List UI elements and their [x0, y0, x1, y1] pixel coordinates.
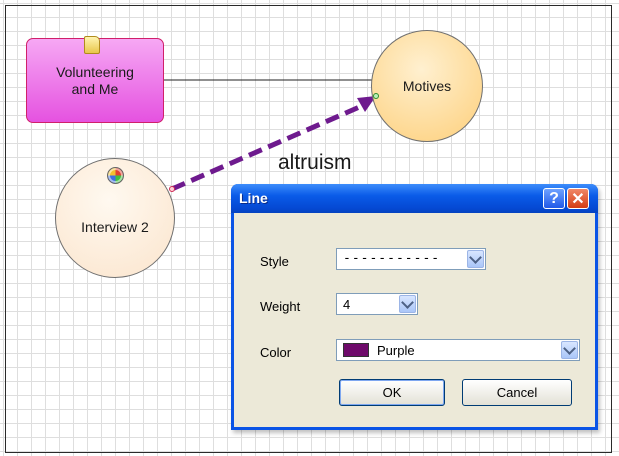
link-end-handle[interactable]: [373, 93, 379, 99]
help-button[interactable]: ?: [543, 188, 565, 209]
dashed-link[interactable]: [170, 102, 366, 192]
arrowhead-icon: [357, 96, 376, 112]
chevron-down-icon[interactable]: [561, 341, 578, 359]
node-label: Motives: [402, 77, 452, 94]
globe-icon: [107, 167, 124, 184]
close-button[interactable]: ✕: [567, 188, 589, 209]
link-label[interactable]: altruism: [278, 151, 352, 174]
style-label: Style: [260, 254, 289, 269]
link-start-handle[interactable]: [169, 186, 175, 192]
node-volunteering-and-me[interactable]: Volunteering and Me: [26, 36, 164, 123]
weight-label: Weight: [260, 299, 301, 314]
weight-value: 4: [343, 297, 351, 312]
node-motives[interactable]: Motives: [371, 30, 483, 142]
node-label: Volunteering and Me: [56, 63, 134, 97]
node-interview-2[interactable]: Interview 2: [55, 158, 175, 278]
dialog-titlebar[interactable]: Line ? ✕: [231, 184, 598, 213]
style-dropdown[interactable]: -----------: [336, 248, 486, 270]
line-dialog: Line ? ✕ Style ----------- Weight 4 Colo…: [231, 184, 598, 430]
dialog-title: Line: [239, 190, 268, 206]
cancel-button[interactable]: Cancel: [462, 379, 572, 406]
color-dropdown[interactable]: Purple: [336, 339, 580, 361]
weight-dropdown[interactable]: 4: [336, 293, 418, 315]
color-value: Purple: [377, 343, 415, 358]
ok-button[interactable]: OK: [339, 379, 445, 406]
color-label: Color: [260, 345, 292, 360]
note-icon: [84, 36, 100, 54]
chevron-down-icon[interactable]: [467, 250, 484, 268]
style-value: -----------: [343, 251, 441, 266]
chevron-down-icon[interactable]: [399, 295, 416, 313]
node-label: Interview 2: [81, 218, 149, 235]
color-swatch: [343, 343, 369, 357]
